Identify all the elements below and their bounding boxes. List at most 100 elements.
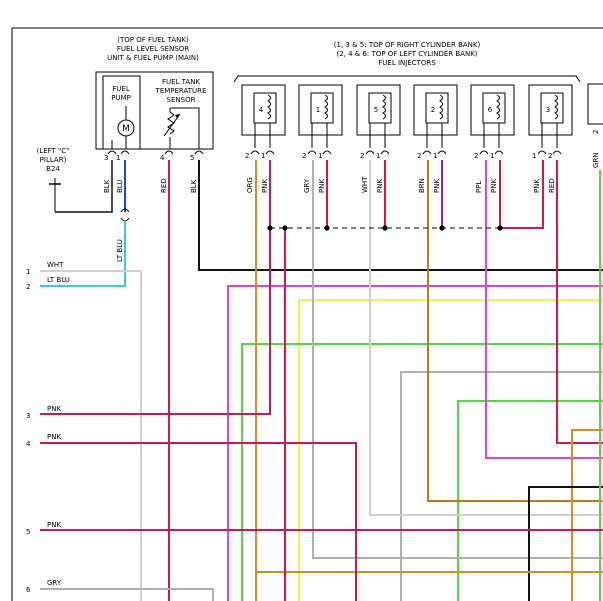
wire-green-inner (457, 400, 603, 601)
partial-component-box (587, 83, 603, 125)
injector-wire-label-left: PPL (475, 181, 483, 193)
motor-symbol: M (122, 124, 130, 134)
injector-connector-mark (494, 150, 504, 155)
injector-box-2 (413, 84, 458, 136)
wire-pnk-terminal-3 (40, 228, 271, 415)
wire-orange-right (571, 429, 603, 601)
splice-dot (497, 225, 503, 231)
injector-coil-icon (324, 94, 328, 120)
injector-pin-left: 1 (532, 152, 536, 160)
injector-wire-label-right: PNK (318, 179, 326, 193)
connector-mark-1 (107, 150, 117, 155)
wire-yellow (298, 299, 603, 601)
injector-connector-mark (307, 150, 317, 155)
injector-connector-mark (322, 150, 332, 155)
injectors-title-1: (1, 3 & 5: TOP OF RIGHT CYLINDER BANK) (334, 41, 481, 49)
injector-coil-icon (496, 94, 500, 120)
injector-pin-left: 2 (417, 152, 421, 160)
injector-connector-mark (265, 150, 275, 155)
injectors-title-2: (2, 4 & 6: TOP OF LEFT CYLINDER BANK) (336, 50, 477, 58)
injector-coil-icon (382, 94, 386, 120)
partial-component-pin: 2 (592, 130, 600, 134)
injectors-title-3: FUEL INJECTORS (378, 59, 436, 67)
sensor-unit-box (95, 71, 214, 150)
injector-coil-icon (554, 94, 558, 120)
terminal-wire-3: PNK (47, 405, 61, 413)
terminal-number-3: 3 (26, 412, 30, 420)
terminal-wire-6: GRY (47, 579, 62, 587)
injector-connector-mark (537, 150, 547, 155)
injector-inner-box-6 (482, 92, 506, 124)
injector-number: 6 (488, 106, 493, 114)
terminal-wire-2: LT BLU (47, 276, 70, 284)
injector-wire-label-right: PNK (376, 179, 384, 193)
injector-pin-right: 1 (376, 152, 380, 160)
sensor-pin-1: 1 (116, 154, 120, 162)
terminal-number-2: 2 (26, 283, 30, 291)
wire-gry-injector-1 (312, 160, 603, 559)
temp-sensor-label-1: FUEL TANK (162, 78, 200, 86)
splice-dot (439, 225, 445, 231)
injector-pin-right: 1 (261, 152, 265, 160)
left-terminal-group: 1 WHT 2 LT BLU 3 PNK 4 PNK 5 PNK 6 GRY (26, 261, 70, 594)
ground-wire (55, 160, 113, 213)
sensor-wire-label-4: BLK (190, 179, 198, 193)
splice-dot (324, 225, 330, 231)
injector-coil-icon (439, 94, 443, 120)
fuel-pump-box (102, 75, 141, 150)
wire-ppl-injector-6 (485, 160, 603, 459)
injector-wire-label-left: WHT (361, 176, 369, 193)
wire-black-right (528, 486, 603, 601)
pillar-label-2: PILLAR) (40, 156, 67, 164)
wire-brn-injector-2 (427, 160, 603, 502)
lt-blu-wire-label: LT BLU (116, 239, 124, 262)
connector-mark-4 (194, 150, 204, 155)
injector-wire-label-right: PNK (261, 179, 269, 193)
injector-number: 2 (431, 106, 435, 114)
sensor-wire-label-3: RED (160, 178, 168, 193)
wire-pnk-injector-3 (500, 160, 544, 229)
injector-wire-label-right: PNK (433, 179, 441, 193)
sensor-title-2: FUEL LEVEL SENSOR (117, 45, 189, 53)
sensor-pin-5: 5 (190, 154, 194, 162)
sensor-pin-4: 4 (160, 154, 165, 162)
injector-connector-mark (479, 150, 489, 155)
injector-wire-label-left: ORG (246, 177, 254, 193)
fuel-pump-label-2: PUMP (111, 94, 131, 102)
wire-gray-short (400, 371, 603, 601)
injector-pin-left: 2 (245, 152, 249, 160)
temp-sensor-label-3: SENSOR (167, 96, 196, 104)
pillar-label-1: (LEFT "C" (37, 147, 70, 155)
injector-inner-box-3 (540, 92, 564, 124)
sensor-pin-3: 3 (104, 154, 108, 162)
injector-pin-left: 2 (360, 152, 364, 160)
sensor-title-1: (TOP OF FUEL TANK) (117, 36, 189, 44)
partial-component-wire: GRN (592, 152, 600, 168)
terminal-wire-4: PNK (47, 433, 61, 441)
splice-dot (282, 225, 288, 231)
fuel-sensor-unit: (TOP OF FUEL TANK) FUEL LEVEL SENSOR UNI… (95, 36, 214, 193)
injector-box-4 (241, 84, 286, 136)
injector-inner-box-1 (310, 92, 334, 124)
injectors-bracket (233, 75, 581, 83)
wire-gry-terminal-6 (40, 588, 214, 601)
terminal-number-1: 1 (26, 268, 30, 276)
injector-pin-left: 2 (474, 152, 478, 160)
injector-connector-mark (437, 150, 447, 155)
injector-connector-mark (365, 150, 375, 155)
injector-number: 4 (259, 106, 264, 114)
injector-connector-mark (422, 150, 432, 155)
lt-blu-connector-mark-2 (120, 217, 130, 222)
wire-red-injector-3 (556, 160, 603, 444)
injector-pin-right: 1 (490, 152, 494, 160)
injector-inner-box-5 (368, 92, 392, 124)
injector-wire-label-right: PNK (490, 179, 498, 193)
terminal-number-4: 4 (26, 440, 31, 448)
injector-inner-box-4 (253, 92, 277, 124)
